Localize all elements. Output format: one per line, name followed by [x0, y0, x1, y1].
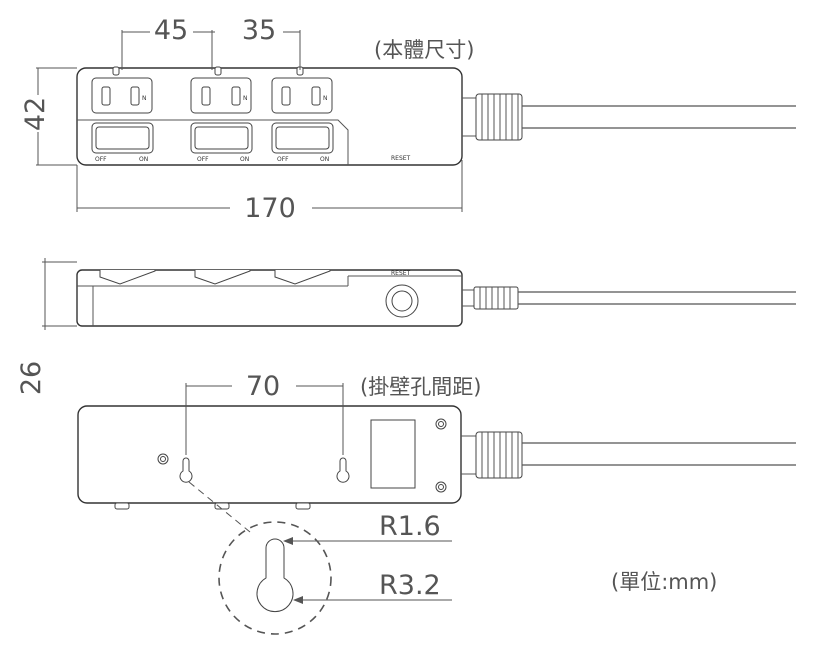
unit-note: (單位:mm) [611, 570, 717, 594]
power-strip-side-body [76, 269, 463, 327]
top-view: N N N OFF ON OFF ON OFF ON RESET [20, 15, 796, 224]
switch-on-label-1: ON [139, 156, 148, 163]
reset-label-top: RESET [391, 155, 411, 162]
keyhole-slot-left [179, 457, 193, 483]
switch-off-label-3: OFF [277, 156, 289, 163]
switch-panel-outline [77, 119, 349, 165]
cord-strain-relief-top [462, 93, 523, 141]
dim-hole-spacing-70: 70 [246, 371, 280, 402]
socket-mark-1: N [142, 95, 147, 102]
detail-leader-line [188, 481, 251, 533]
rocker-profile-2 [194, 270, 251, 285]
rating-label-plate [370, 419, 416, 489]
switch-on-label-2: ON [240, 156, 249, 163]
keyhole-detail-shape [256, 538, 294, 613]
keyhole-slot-right [336, 457, 350, 483]
cord-strain-relief-side [462, 286, 519, 310]
switch-off-label-1: OFF [95, 156, 107, 163]
rocker-profile-3 [274, 270, 331, 285]
power-strip-bottom-body [77, 405, 462, 504]
dim-socket-spacing-35: 35 [242, 15, 276, 46]
cord-strain-relief-bottom [461, 431, 523, 479]
socket-group-1 [91, 66, 153, 114]
hole-spacing-caption: (掛壁孔間距) [360, 375, 481, 399]
radius-large-label: R3.2 [379, 570, 441, 601]
keyhole-detail-circle [218, 521, 332, 635]
socket-group-3 [271, 66, 333, 114]
rocker-profile-1 [99, 270, 156, 285]
switch-on-label-3: ON [320, 156, 329, 163]
side-view: RESET 26 [16, 258, 796, 395]
bottom-view: 70 (掛壁孔間距) R1.6 R3.2 (單位:mm) [77, 371, 796, 635]
power-strip-body [76, 67, 463, 166]
switch-off-label-2: OFF [197, 156, 209, 163]
socket-mark-3: N [323, 95, 328, 102]
socket-mark-2: N [243, 95, 248, 102]
reset-label-side: RESET [391, 270, 411, 277]
socket-group-2 [190, 66, 252, 114]
radius-small-label: R1.6 [379, 511, 441, 542]
dim-height-42: 42 [20, 97, 51, 131]
dim-length-170: 170 [244, 193, 296, 224]
dim-socket-spacing-45: 45 [154, 15, 188, 46]
body-size-caption: (本體尺寸) [374, 38, 474, 62]
dim-thickness-26: 26 [16, 361, 47, 395]
